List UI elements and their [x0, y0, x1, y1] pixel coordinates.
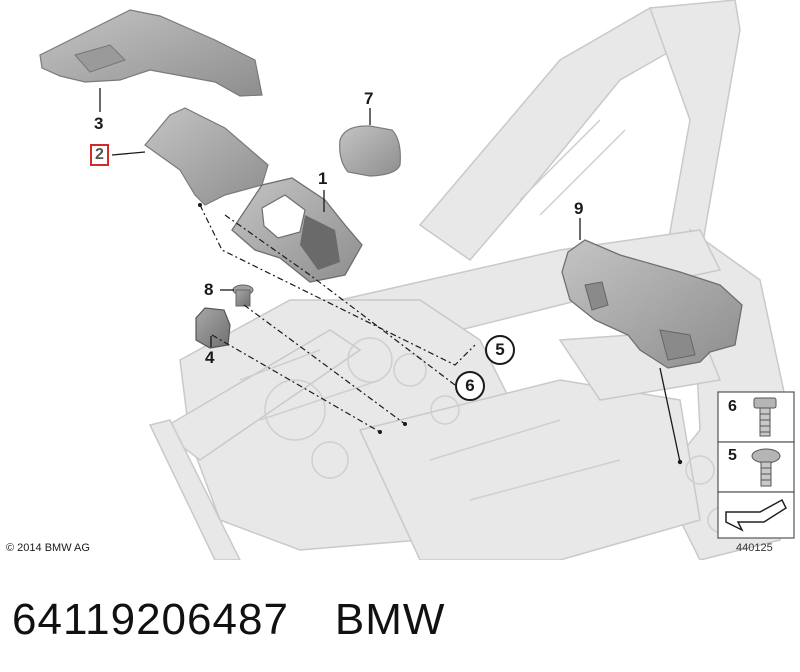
part-7-cap [339, 125, 401, 177]
callout-8: 8 [204, 280, 214, 299]
bolt-6-icon [753, 397, 777, 437]
legend-number-5: 5 [728, 447, 737, 464]
part-2-inner-cover [144, 107, 269, 206]
callout-5-circle: 5 [485, 335, 515, 365]
part-number: 64119206487 [12, 595, 289, 644]
part-8-clip [232, 284, 254, 307]
bolt-5-icon [751, 448, 781, 487]
part-9-detail [584, 281, 696, 361]
part-1-opening [261, 194, 306, 239]
callout-4: 4 [205, 348, 215, 367]
leader-lines [99, 88, 681, 463]
dashed-leaders [199, 204, 476, 433]
callout-6-circle: 6 [455, 371, 485, 401]
callout-3: 3 [94, 114, 104, 133]
callout-1: 1 [318, 169, 328, 188]
exploded-parts-diagram [39, 0, 795, 560]
callout-9: 9 [574, 199, 584, 218]
direction-arrow-icon [725, 498, 787, 532]
part-3-grille [74, 44, 126, 73]
part-9-trim [561, 239, 743, 369]
drawing-id: 440125 [736, 542, 773, 554]
part-4-grommet [195, 307, 231, 349]
body-frame-details [239, 119, 733, 533]
callout-7: 7 [364, 89, 374, 108]
dashed-leader-ends [198, 203, 683, 465]
footer: 64119206487 BMW [0, 585, 800, 655]
legend-number-6: 6 [728, 398, 737, 415]
part-3-upper-cover [39, 9, 263, 97]
brand-name: BMW [334, 595, 446, 644]
part-1-shadow [300, 215, 340, 270]
copyright-text: © 2014 BMW AG [6, 542, 90, 554]
callout-2-highlighted: 2 [90, 144, 109, 166]
